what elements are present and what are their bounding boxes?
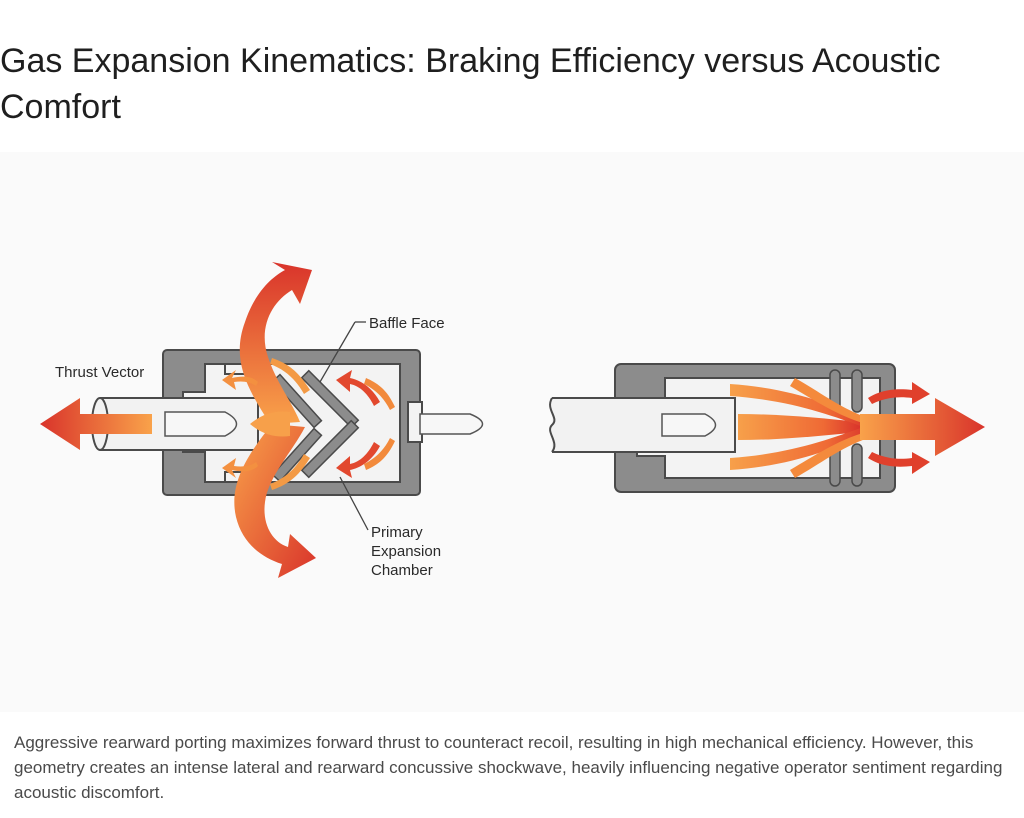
muzzle-brake-diagram: Thrust Vector Baffle Face Primary Expans… bbox=[40, 262, 484, 579]
baffle-face-leader bbox=[319, 321, 356, 383]
flow-arrow bbox=[364, 378, 395, 410]
vent-arrow-bottom bbox=[868, 452, 930, 474]
figure-caption: Aggressive rearward porting maximizes fo… bbox=[14, 733, 1003, 802]
diagram-figure: Thrust Vector Baffle Face Primary Expans… bbox=[0, 152, 1024, 712]
flow-arrow bbox=[336, 442, 380, 478]
baffle-face-label: Baffle Face bbox=[369, 315, 445, 332]
flow-arrow bbox=[364, 438, 395, 470]
flow-arrow bbox=[222, 370, 258, 390]
baffles bbox=[271, 369, 360, 483]
vent-fin bbox=[851, 369, 863, 413]
vent-arrow-down bbox=[234, 424, 316, 578]
right-barrel-break bbox=[549, 397, 556, 453]
primary-chamber-label-2: Expansion bbox=[371, 543, 441, 560]
flow-arrow bbox=[222, 458, 258, 478]
thrust-vector-label: Thrust Vector bbox=[55, 364, 144, 381]
primary-chamber-leader bbox=[339, 476, 369, 531]
bullet-in-barrel bbox=[164, 411, 238, 437]
vent-arrow-top bbox=[868, 382, 930, 404]
flow-arrow bbox=[270, 454, 310, 490]
forward-flow bbox=[790, 378, 868, 424]
primary-chamber-label-1: Primary bbox=[371, 524, 423, 541]
flow-arrow bbox=[336, 370, 380, 406]
baffle bbox=[300, 419, 360, 479]
forward-flow bbox=[730, 426, 870, 470]
bullet-exiting bbox=[419, 413, 484, 435]
forward-flow bbox=[790, 432, 868, 478]
flow-arrow bbox=[250, 411, 290, 437]
bullet-in-vent-barrel bbox=[661, 413, 717, 437]
right-barrel bbox=[552, 397, 736, 453]
thrust-vector-arrow bbox=[40, 398, 152, 450]
page-title: Gas Expansion Kinematics: Braking Effici… bbox=[0, 42, 941, 126]
brake-inner-cavity bbox=[182, 363, 401, 483]
primary-chamber-label-3: Chamber bbox=[371, 562, 433, 579]
diagram-svg: Thrust Vector Baffle Face Primary Expans… bbox=[40, 262, 985, 579]
flow-arrow bbox=[270, 358, 310, 394]
forward-thrust-arrow bbox=[860, 398, 985, 456]
forward-flow bbox=[738, 414, 860, 440]
baffle bbox=[271, 427, 323, 483]
forward-vent-diagram bbox=[549, 363, 985, 493]
vent-fin bbox=[851, 443, 863, 487]
vent-arrow-up bbox=[239, 262, 312, 424]
forward-flow bbox=[730, 384, 870, 428]
